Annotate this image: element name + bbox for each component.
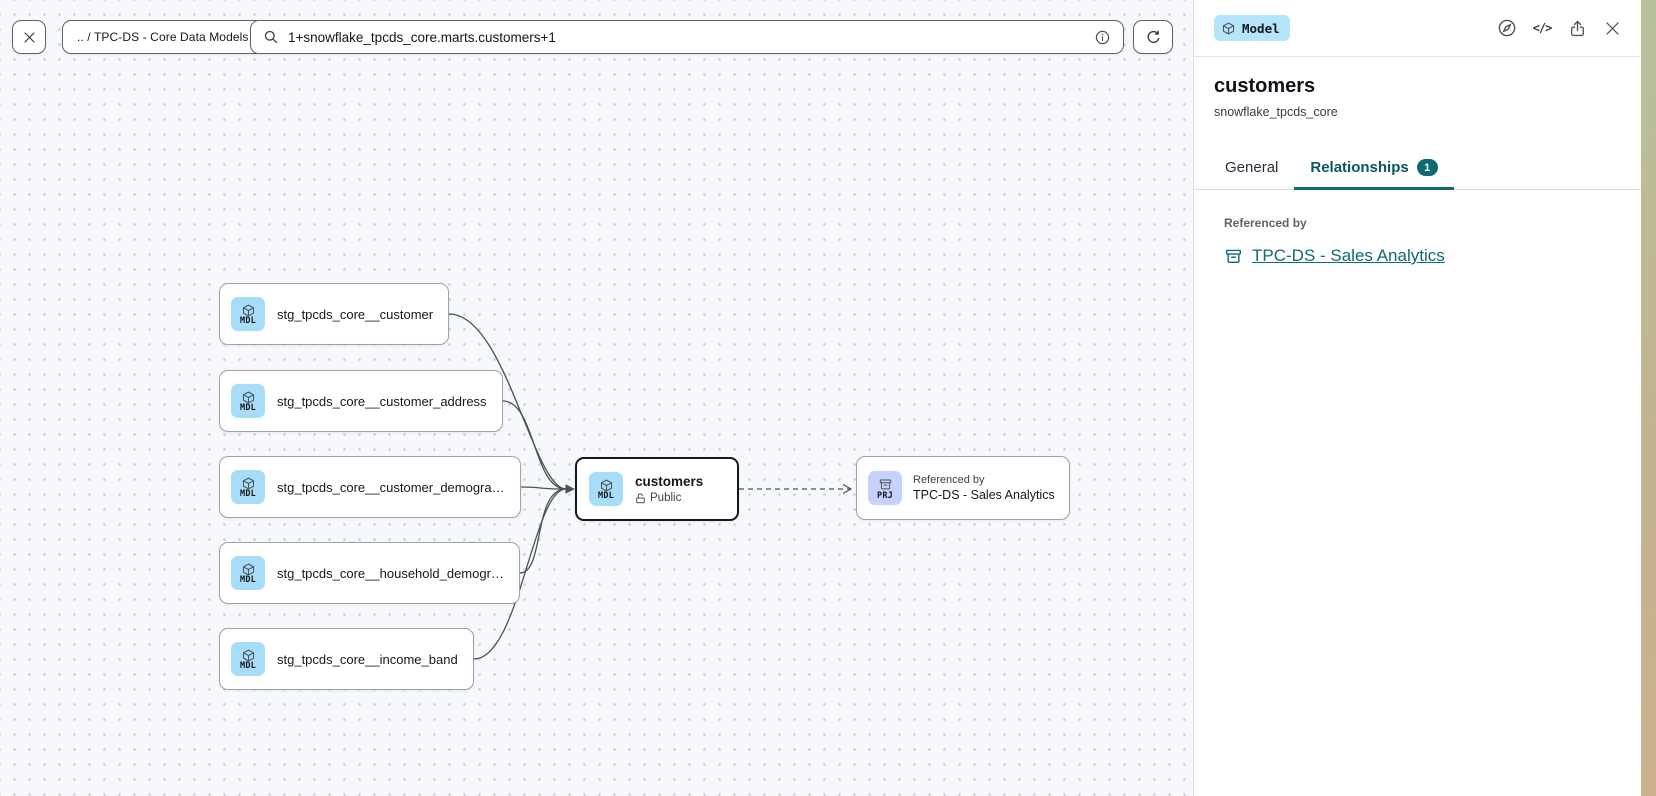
cube-icon [600, 479, 612, 492]
model-node-label: stg_tpcds_core__customer_demogra… [277, 479, 505, 495]
desktop-wallpaper-strip [1641, 0, 1656, 796]
cube-icon [242, 477, 254, 490]
lineage-canvas[interactable]: MDL stg_tpcds_core__customer MDL stg_tpc… [0, 0, 1193, 796]
cube-icon [242, 391, 254, 404]
view-code-button[interactable]: </> [1531, 17, 1553, 39]
reference-edge-arrowhead [842, 483, 853, 495]
refresh-lineage-button[interactable] [1133, 20, 1173, 54]
lineage-selector-bar[interactable] [250, 20, 1124, 54]
project-type-icon: PRJ [868, 471, 902, 505]
model-node-label: stg_tpcds_core__household_demogr… [277, 565, 504, 581]
selected-node-label: customers [635, 474, 704, 489]
model-type-icon: MDL [231, 384, 265, 418]
model-type-icon: MDL [231, 556, 265, 590]
close-lineage-button[interactable] [12, 20, 46, 54]
detail-panel: Model </> [1193, 0, 1641, 796]
panel-header: Model </> [1194, 0, 1641, 57]
share-button[interactable] [1566, 17, 1588, 39]
node-kind-tag: MDL [240, 488, 256, 499]
close-icon [1605, 21, 1619, 35]
relationships-count-badge: 1 [1416, 159, 1438, 176]
edge-arrowhead [565, 484, 575, 494]
model-node[interactable]: MDL stg_tpcds_core__customer_demogra… [219, 456, 521, 518]
model-node[interactable]: MDL stg_tpcds_core__income_band [219, 628, 474, 690]
cube-icon [1222, 22, 1235, 34]
model-node[interactable]: MDL stg_tpcds_core__household_demogr… [219, 542, 520, 604]
model-node-label: stg_tpcds_core__customer [277, 306, 434, 322]
unlock-icon [636, 493, 645, 503]
page-title: customers [1214, 75, 1316, 97]
lineage-selector-input[interactable] [288, 29, 1085, 45]
explore-lineage-button[interactable] [1496, 17, 1518, 39]
node-kind-tag: PRJ [877, 490, 893, 501]
lineage-edges [448, 313, 853, 660]
close-icon [23, 31, 35, 43]
project-subtitle: snowflake_tpcds_core [1214, 105, 1338, 119]
breadcrumb-label: .. / TPC-DS - Core Data Models [77, 30, 249, 44]
search-icon [264, 30, 278, 44]
project-node-label: TPC-DS - Sales Analytics [913, 488, 1055, 502]
compass-icon [1498, 19, 1516, 37]
visibility-label: Public [650, 492, 682, 504]
referenced-by-label: Referenced by [1224, 216, 1307, 230]
referenced-project-link[interactable]: TPC-DS - Sales Analytics [1252, 246, 1445, 265]
archive-icon [879, 479, 891, 490]
tab-relationships-label: Relationships [1310, 159, 1409, 176]
node-kind-tag: MDL [240, 574, 256, 585]
model-type-icon: MDL [231, 642, 265, 676]
node-type-badge: Model [1214, 15, 1290, 41]
model-type-icon: MDL [589, 472, 623, 506]
panel-tabs: General Relationships 1 [1194, 146, 1641, 190]
node-kind-tag: MDL [240, 315, 256, 326]
cube-icon [242, 563, 254, 576]
model-node[interactable]: MDL stg_tpcds_core__customer [219, 283, 450, 345]
breadcrumb[interactable]: .. / TPC-DS - Core Data Models [62, 20, 264, 54]
tab-relationships[interactable]: Relationships 1 [1294, 146, 1454, 190]
relationships-tab-content: Referenced by TPC-DS - Sales Analytics [1194, 190, 1641, 266]
node-type-label: Model [1242, 20, 1280, 36]
node-kind-tag: MDL [240, 660, 256, 671]
model-type-icon: MDL [231, 297, 265, 331]
model-node-label: stg_tpcds_core__income_band [277, 651, 458, 667]
archive-icon [1225, 249, 1242, 263]
project-node[interactable]: PRJ Referenced by TPC-DS - Sales Analyti… [856, 456, 1070, 520]
reference-link-row: TPC-DS - Sales Analytics [1224, 246, 1611, 266]
node-kind-tag: MDL [598, 490, 614, 501]
tab-general[interactable]: General [1209, 146, 1294, 190]
refresh-icon [1147, 30, 1159, 43]
cube-icon [242, 304, 254, 317]
code-icon: </> [1532, 21, 1553, 35]
share-icon [1570, 20, 1584, 36]
model-node[interactable]: MDL stg_tpcds_core__customer_address [219, 370, 503, 432]
close-panel-button[interactable] [1601, 17, 1623, 39]
cube-icon [242, 649, 254, 662]
node-kind-tag: MDL [240, 402, 256, 413]
tab-general-label: General [1225, 159, 1279, 176]
project-node-kicker: Referenced by [913, 474, 985, 486]
info-icon[interactable] [1094, 29, 1111, 46]
selected-model-node[interactable]: MDL customers Public [575, 457, 739, 521]
model-type-icon: MDL [231, 470, 265, 504]
model-node-label: stg_tpcds_core__customer_address [277, 393, 487, 409]
